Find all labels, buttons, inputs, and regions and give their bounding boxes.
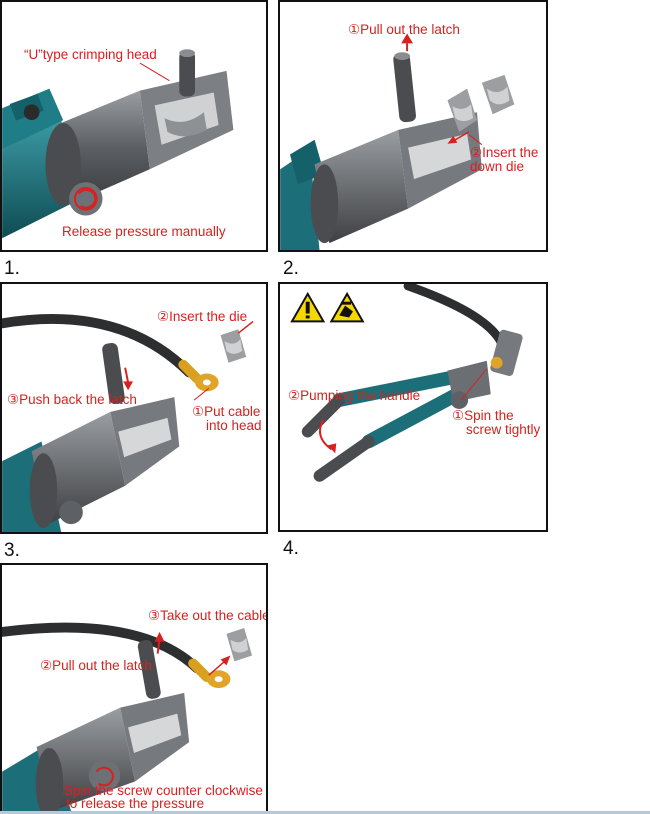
step-5-take-label: ③Take out the cable bbox=[148, 608, 268, 623]
step-3-latch-label: ③Push back the latch bbox=[7, 392, 137, 407]
step-3-cable-label-2: into head bbox=[206, 418, 262, 433]
step-5-latch-label: ②Pull out the latch bbox=[40, 658, 152, 673]
step-4-pump-label: ②Pumping the handle bbox=[288, 388, 421, 403]
step-3-cable-label-1: ①Put cable bbox=[192, 404, 261, 419]
step-1-illustration bbox=[2, 49, 234, 239]
step-1-head-label: “U”type crimping head bbox=[24, 47, 157, 62]
step-3-number: 3. bbox=[4, 540, 20, 561]
step-1-release-label: Release pressure manually bbox=[62, 224, 226, 239]
step-4-spin-label-2: screw tightly bbox=[466, 422, 541, 437]
step-2-latch-label: ①Pull out the latch bbox=[348, 22, 460, 37]
step-1-panel: “U”type crimping head Release pressure m… bbox=[0, 0, 268, 252]
step-2-die-label-2: down die bbox=[470, 159, 525, 174]
step-5-panel: ③Take out the cable ②Pull out the latch … bbox=[0, 563, 268, 813]
step-2-panel: ①Pull out the latch ②Insert the down die bbox=[278, 0, 548, 252]
step-3-illustration bbox=[2, 314, 254, 532]
step-4-number: 4. bbox=[283, 538, 299, 559]
bottom-divider bbox=[0, 811, 650, 814]
step-5-illustration bbox=[2, 622, 253, 811]
step-3-die-label: ②Insert the die bbox=[157, 309, 248, 324]
step-1-number: 1. bbox=[4, 258, 20, 279]
warning-triangle-icon bbox=[290, 291, 326, 323]
step-5-spin-label-1: Spin the screw counter clockwise bbox=[64, 783, 263, 798]
step-2-illustration bbox=[280, 33, 515, 250]
step-4-spin-label-1: ①Spin the bbox=[452, 408, 514, 423]
step-4-illustration bbox=[290, 284, 523, 482]
step-5-spin-label-2: to release the pressure bbox=[66, 796, 205, 811]
step-2-die-label-1: ②Insert the bbox=[470, 145, 539, 160]
step-2-number: 2. bbox=[283, 258, 299, 279]
step-4-panel: ②Pumping the handle ①Spin the screw tigh… bbox=[278, 282, 548, 532]
hand-crush-warning-icon bbox=[329, 291, 365, 323]
step-3-panel: ②Insert the die ③Push back the latch ①Pu… bbox=[0, 282, 268, 534]
